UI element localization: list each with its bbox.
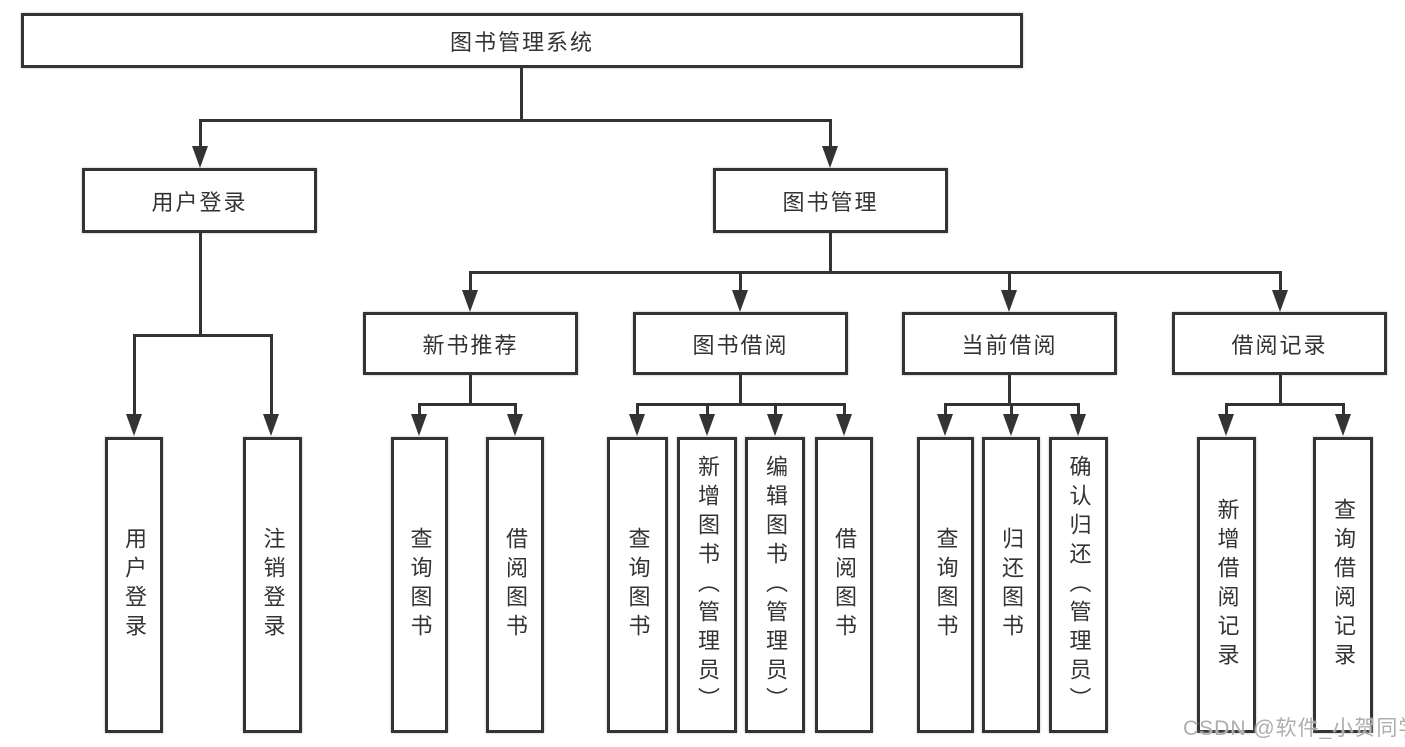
leaf-query-books-current: 查询图书 [917, 437, 974, 733]
arrowhead [126, 414, 142, 436]
csdn-watermark: CSDN @软件_小贺同学 [1183, 717, 1405, 740]
node-current-borrow: 当前借阅 [902, 312, 1117, 375]
arrowhead [192, 146, 208, 168]
arrowhead [836, 414, 852, 436]
connector-line [199, 233, 202, 337]
leaf-edit-book-admin-label: 编辑图书（管理员） [763, 454, 788, 716]
node-user-login-label: 用户登录 [151, 189, 248, 215]
node-root-label: 图书管理系统 [449, 29, 594, 55]
arrowhead [732, 290, 748, 312]
connector-line [739, 375, 742, 406]
connector-line [1342, 403, 1345, 416]
leaf-confirm-return-admin: 确认归还（管理员） [1049, 437, 1108, 733]
leaf-user-login: 用户登录 [105, 437, 163, 733]
connector-line [514, 403, 517, 416]
leaf-query-books-borrow-label: 查询图书 [625, 527, 651, 643]
node-book-management-label: 图书管理 [782, 189, 879, 215]
node-borrow-records-label: 借阅记录 [1231, 332, 1328, 358]
connector-line [270, 334, 273, 415]
connector-line [944, 403, 947, 416]
connector-line [1225, 403, 1345, 406]
leaf-query-books-borrow: 查询图书 [607, 437, 668, 733]
connector-line [199, 119, 202, 147]
leaf-add-book-admin: 新增图书（管理员） [677, 437, 737, 733]
arrowhead [699, 414, 715, 436]
connector-line [1225, 403, 1228, 416]
node-borrow-records: 借阅记录 [1172, 312, 1387, 375]
leaf-borrow-books-label: 借阅图书 [832, 527, 857, 643]
node-root-system: 图书管理系统 [21, 13, 1023, 68]
connector-line [843, 403, 846, 416]
leaf-borrow-books: 借阅图书 [815, 437, 873, 733]
leaf-borrow-books-recommend-label: 借阅图书 [503, 527, 528, 643]
connector-line [774, 403, 777, 416]
arrowhead [263, 414, 279, 436]
leaf-query-books-current-label: 查询图书 [933, 527, 959, 643]
node-new-book-recommend: 新书推荐 [363, 312, 578, 375]
node-book-borrow: 图书借阅 [633, 312, 848, 375]
connector-line [1279, 375, 1282, 406]
node-current-borrow-label: 当前借阅 [961, 332, 1058, 358]
arrowhead [1335, 414, 1351, 436]
leaf-logout-label: 注销登录 [260, 527, 286, 643]
connector-line [829, 233, 832, 274]
node-user-login: 用户登录 [82, 168, 317, 233]
leaf-add-borrow-record: 新增借阅记录 [1197, 437, 1256, 733]
node-book-borrow-label: 图书借阅 [692, 332, 789, 358]
connector-line [739, 271, 742, 292]
arrowhead [462, 290, 478, 312]
leaf-query-books-recommend-label: 查询图书 [407, 527, 433, 643]
arrowhead [1070, 414, 1086, 436]
arrowhead [1218, 414, 1234, 436]
leaf-borrow-books-recommend: 借阅图书 [486, 437, 544, 733]
connector-line [133, 334, 273, 337]
connector-line [469, 375, 472, 406]
node-book-management: 图书管理 [713, 168, 948, 233]
connector-line [706, 403, 709, 416]
arrowhead [937, 414, 953, 436]
arrowhead [822, 146, 838, 168]
leaf-query-books-recommend: 查询图书 [391, 437, 448, 733]
leaf-return-books: 归还图书 [982, 437, 1040, 733]
connector-line [418, 403, 421, 416]
connector-line [636, 403, 846, 406]
arrowhead [411, 414, 427, 436]
connector-line [636, 403, 639, 416]
connector-line [1010, 403, 1013, 416]
connector-line [199, 119, 831, 122]
leaf-add-borrow-record-label: 新增借阅记录 [1214, 498, 1240, 672]
connector-line [469, 271, 472, 292]
connector-line [1077, 403, 1080, 416]
arrowhead [507, 414, 523, 436]
connector-line [1279, 271, 1282, 292]
connector-line [520, 68, 523, 120]
arrowhead [767, 414, 783, 436]
leaf-query-borrow-record: 查询借阅记录 [1313, 437, 1373, 733]
leaf-user-login-label: 用户登录 [122, 527, 147, 643]
connector-line [1008, 375, 1011, 406]
arrowhead [1272, 290, 1288, 312]
connector-line [469, 271, 1281, 274]
node-new-book-recommend-label: 新书推荐 [422, 332, 519, 358]
leaf-confirm-return-admin-label: 确认归还（管理员） [1066, 454, 1092, 716]
connector-line [829, 119, 832, 147]
leaf-edit-book-admin: 编辑图书（管理员） [745, 437, 805, 733]
arrowhead [1003, 414, 1019, 436]
arrowhead [1001, 290, 1017, 312]
leaf-query-borrow-record-label: 查询借阅记录 [1331, 498, 1356, 672]
leaf-return-books-label: 归还图书 [999, 527, 1024, 643]
leaf-logout: 注销登录 [243, 437, 302, 733]
leaf-add-book-admin-label: 新增图书（管理员） [695, 454, 720, 716]
connector-line [418, 403, 517, 406]
connector-line [1008, 271, 1011, 292]
arrowhead [629, 414, 645, 436]
connector-line [133, 334, 136, 415]
